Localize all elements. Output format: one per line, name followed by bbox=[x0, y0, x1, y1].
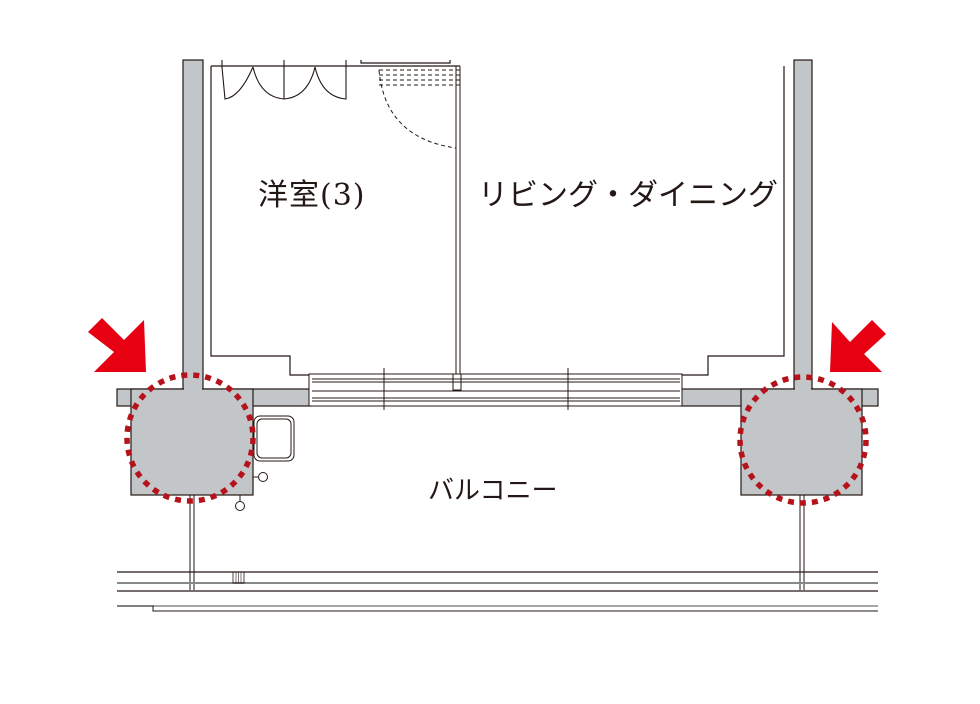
arrow-down-left-icon bbox=[830, 320, 886, 372]
outdoor-unit bbox=[235, 415, 295, 511]
room-outline bbox=[210, 66, 312, 376]
balcony-sliding-door bbox=[308, 368, 683, 410]
right-highlight-circle bbox=[737, 374, 869, 506]
left-wall bbox=[182, 59, 204, 391]
room-label-western-room: 洋室(3) bbox=[258, 178, 366, 213]
arrow-down-right-icon bbox=[88, 318, 146, 372]
left-column bbox=[130, 388, 254, 496]
left-highlight-circle bbox=[124, 372, 256, 504]
room-label-living-dining: リビング・ダイニング bbox=[478, 178, 778, 213]
room-label-balcony: バルコニー bbox=[428, 476, 558, 506]
right-wall bbox=[793, 59, 813, 391]
door-swing bbox=[378, 69, 460, 149]
balcony-railing bbox=[117, 571, 878, 612]
right-column bbox=[740, 388, 863, 496]
closet-doors bbox=[221, 60, 347, 100]
